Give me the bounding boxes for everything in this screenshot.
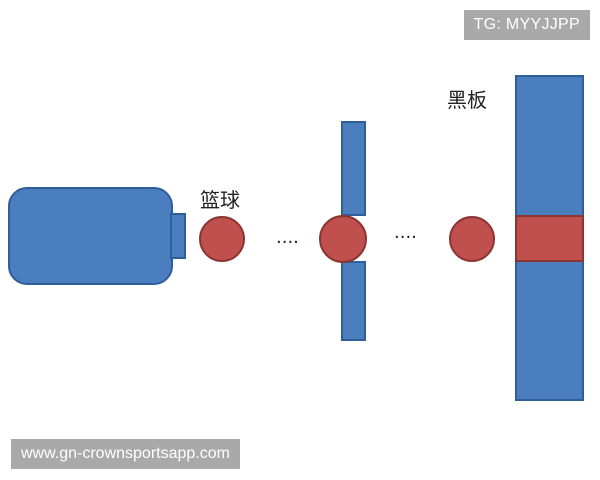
slit-board (341, 121, 366, 341)
blackboard (515, 75, 584, 401)
watermark-telegram: TG: MYYJJPP (463, 10, 590, 40)
watermark-website: www.gn-crownsportsapp.com (11, 439, 240, 469)
camera-lens (170, 213, 186, 259)
ellipsis-right: .... (394, 222, 417, 243)
basketball-ball-2 (319, 215, 367, 263)
ellipsis-left: .... (276, 227, 299, 248)
camera-icon (8, 187, 186, 285)
basketball-ball-1 (199, 216, 245, 262)
slit-board-upper (341, 121, 366, 216)
basketball-ball-3 (449, 216, 495, 262)
camera-body (8, 187, 173, 285)
blackboard-label: 黑板 (447, 88, 487, 112)
blackboard-impact-band (515, 215, 584, 262)
basketball-label: 篮球 (200, 188, 240, 212)
slit-board-lower (341, 261, 366, 341)
